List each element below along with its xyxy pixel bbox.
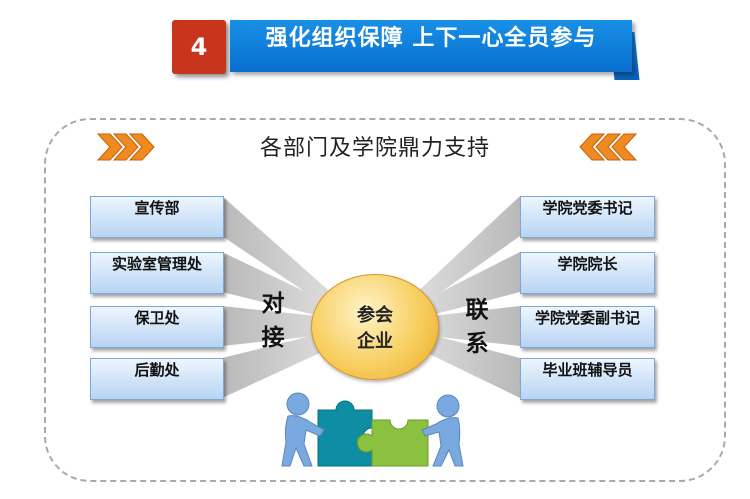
right-item-2: 学院院长 bbox=[520, 252, 655, 294]
left-item-1: 宣传部 bbox=[90, 196, 224, 238]
chevrons-right-icon bbox=[96, 133, 155, 161]
center-line-1: 参会 bbox=[357, 305, 393, 326]
right-item-1: 学院党委书记 bbox=[520, 196, 655, 238]
center-node: 参会 企业 bbox=[311, 274, 439, 380]
section-number-badge: 4 bbox=[172, 20, 226, 74]
chevrons-left-icon bbox=[579, 133, 638, 161]
left-item-3: 保卫处 bbox=[90, 306, 224, 348]
left-label-char-1: 对 bbox=[261, 290, 285, 317]
left-rays bbox=[222, 196, 335, 398]
right-item-4: 毕业班辅导员 bbox=[520, 358, 655, 400]
banner-title: 强化组织保障 上下一心全员参与 bbox=[265, 26, 597, 51]
banner-bar bbox=[230, 20, 632, 72]
right-label-char-1: 联 bbox=[465, 296, 489, 323]
left-label-char-2: 接 bbox=[261, 324, 285, 351]
section-banner: 4 强化组织保障 上下一心全员参与 bbox=[172, 20, 640, 80]
diagram-frame bbox=[44, 118, 726, 482]
right-item-3: 学院党委副书记 bbox=[520, 306, 655, 348]
left-item-4: 后勤处 bbox=[90, 358, 224, 400]
right-label-char-2: 系 bbox=[465, 330, 489, 357]
puzzle-teamwork-icon bbox=[281, 392, 464, 467]
left-item-2: 实验室管理处 bbox=[90, 252, 224, 294]
center-line-2: 企业 bbox=[357, 331, 393, 352]
right-rays bbox=[413, 196, 520, 398]
support-subtitle: 各部门及学院鼎力支持 bbox=[259, 136, 490, 161]
